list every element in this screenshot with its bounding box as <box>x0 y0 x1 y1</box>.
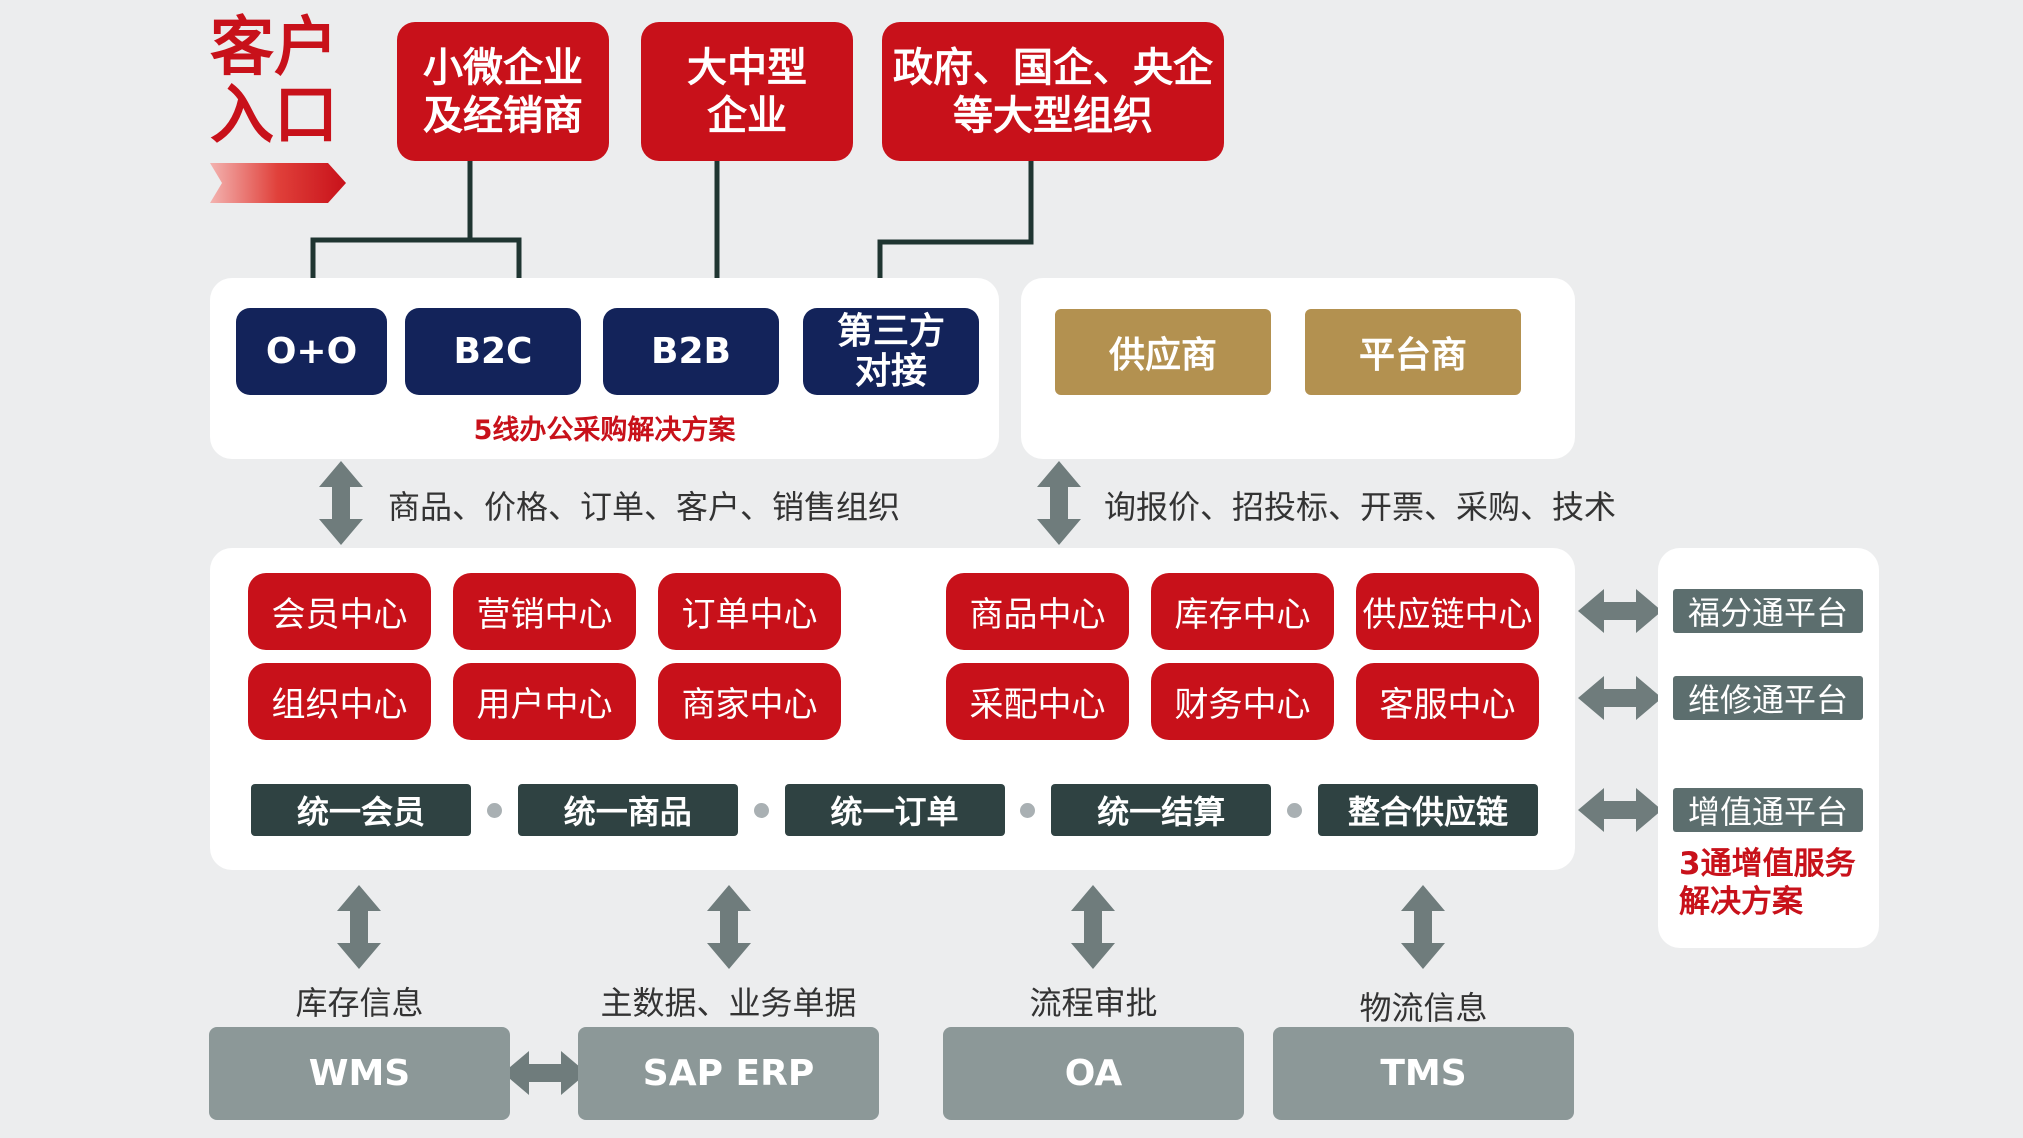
entry-title: 客户 入口 <box>210 14 338 150</box>
integrated-supply-chain: 整合供应链 <box>1318 784 1538 836</box>
system-label-oa: 流程审批 <box>1029 984 1158 1022</box>
fufentong-platform: 福分通平台 <box>1673 589 1863 633</box>
system-wms: WMS <box>209 1027 510 1120</box>
customer-small-enterprise: 小微企业 及经销商 <box>397 22 609 161</box>
channel-caption: 5线办公采购解决方案 <box>473 415 736 446</box>
user-center: 用户中心 <box>453 663 636 740</box>
channel-b2b: B2B <box>603 308 779 395</box>
unified-settlement: 统一结算 <box>1051 784 1272 836</box>
arrow-leftright-3 <box>1578 788 1662 832</box>
entry-title-line2: 入口 <box>210 79 338 153</box>
system-label-tms: 物流信息 <box>1359 989 1488 1027</box>
arrow-updown-tms <box>1401 885 1445 969</box>
channel-o2o: O+O <box>236 308 387 395</box>
marketing-center: 营销中心 <box>453 573 636 650</box>
inventory-center: 库存中心 <box>1151 573 1334 650</box>
customer-government-soe: 政府、国企、央企 等大型组织 <box>882 22 1224 161</box>
arrow-updown-wms <box>337 885 381 969</box>
connector-lines <box>310 160 1034 308</box>
arrow-leftright-2 <box>1578 676 1662 720</box>
system-oa: OA <box>943 1027 1244 1120</box>
partner-platform: 平台商 <box>1305 309 1521 395</box>
separator-dot <box>1020 802 1036 818</box>
weixiutong-platform: 维修通平台 <box>1673 676 1863 720</box>
center-grid-right: 商品中心 库存中心 供应链中心 采配中心 财务中心 客服中心 <box>946 573 1539 740</box>
customer-mid-large-enterprise: 大中型 企业 <box>641 22 853 161</box>
channel-third-party: 第三方 对接 <box>803 308 979 395</box>
flow-label-left: 商品、价格、订单、客户、销售组织 <box>388 488 901 526</box>
unified-order: 统一订单 <box>784 784 1005 836</box>
product-center: 商品中心 <box>946 573 1129 650</box>
customer-service-center: 客服中心 <box>1356 663 1539 740</box>
arrow-updown-left <box>319 461 363 545</box>
arrow-updown-erp <box>707 885 751 969</box>
system-label-erp: 主数据、业务单据 <box>600 984 857 1022</box>
finance-center: 财务中心 <box>1151 663 1334 740</box>
arrow-updown-right <box>1037 461 1081 545</box>
system-label-wms: 库存信息 <box>295 984 424 1022</box>
platform-caption: 3通增值服务 解决方案 <box>1679 846 1856 920</box>
entry-title-line1: 客户 <box>210 11 338 85</box>
unified-product: 统一商品 <box>517 784 738 836</box>
system-tms: TMS <box>1273 1027 1574 1120</box>
merchant-center: 商家中心 <box>658 663 841 740</box>
order-center: 订单中心 <box>658 573 841 650</box>
chevron-arrow-icon <box>210 163 346 203</box>
flow-label-right: 询报价、招投标、开票、采购、技术 <box>1104 488 1617 526</box>
arrow-leftright-wms-erp <box>503 1051 587 1095</box>
supply-chain-center: 供应链中心 <box>1356 573 1539 650</box>
member-center: 会员中心 <box>248 573 431 650</box>
separator-dot <box>753 802 769 818</box>
partner-supplier: 供应商 <box>1055 309 1271 395</box>
unified-strip: 统一会员 统一商品 统一订单 统一结算 整合供应链 <box>251 784 1538 836</box>
channel-b2c: B2C <box>405 308 581 395</box>
organization-center: 组织中心 <box>248 663 431 740</box>
zengzhitong-platform: 增值通平台 <box>1673 788 1863 832</box>
separator-dot <box>486 802 502 818</box>
separator-dot <box>1287 802 1303 818</box>
unified-member: 统一会员 <box>251 784 471 836</box>
procurement-center: 采配中心 <box>946 663 1129 740</box>
center-grid-left: 会员中心 营销中心 订单中心 组织中心 用户中心 商家中心 <box>248 573 841 740</box>
arrow-updown-oa <box>1071 885 1115 969</box>
system-sap-erp: SAP ERP <box>578 1027 879 1120</box>
arrow-leftright-1 <box>1578 589 1662 633</box>
